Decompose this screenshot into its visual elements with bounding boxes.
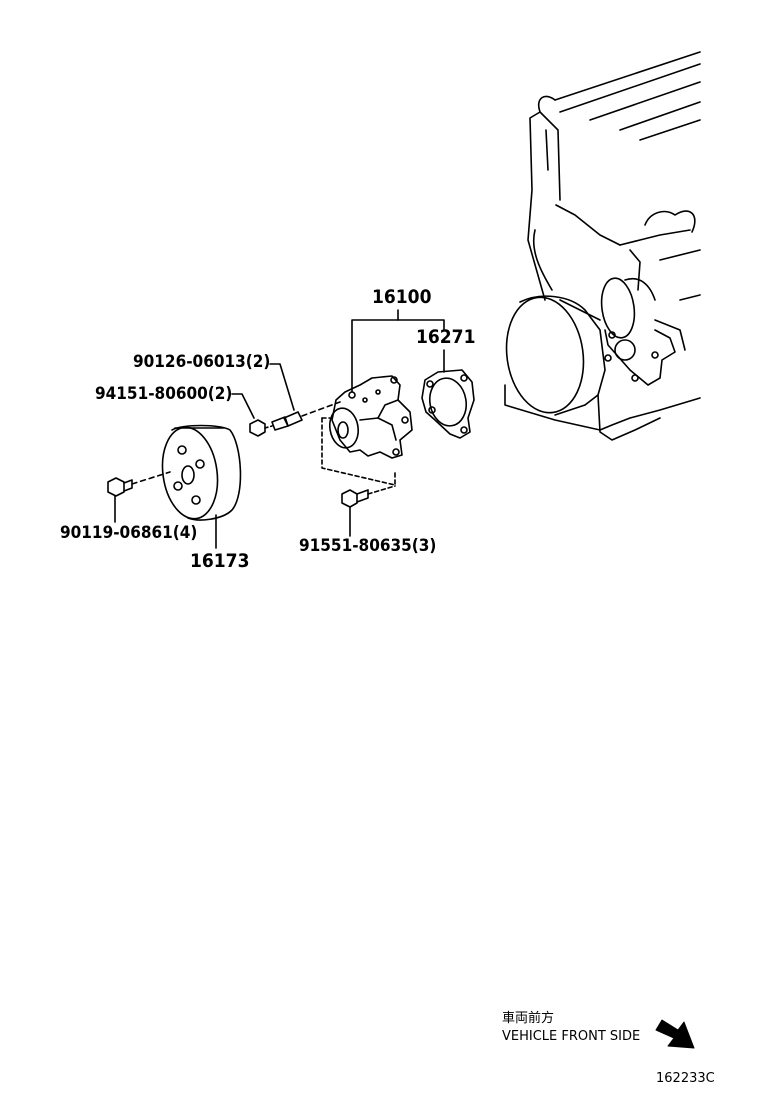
- bolt-90119-illustration: [107, 471, 171, 523]
- callout-90119-06861[interactable]: 90119-06861(4): [60, 523, 198, 543]
- callout-16173[interactable]: 16173: [190, 550, 250, 572]
- callout-91551-80635[interactable]: 91551-80635(3): [299, 536, 437, 556]
- engine-block-illustration: [504, 51, 701, 441]
- stud-and-nut-illustration: [231, 363, 341, 437]
- callout-16271[interactable]: 16271: [416, 326, 476, 348]
- gasket-illustration: [421, 349, 475, 439]
- direction-label-japanese: 車両前方: [502, 1011, 555, 1026]
- callout-90126-06013[interactable]: 90126-06013(2): [133, 352, 271, 372]
- direction-label-english: VEHICLE FRONT SIDE: [502, 1029, 641, 1044]
- drawing-code: 162233C: [656, 1071, 715, 1086]
- bolt-91551-illustration: [341, 485, 396, 537]
- front-direction-arrow-icon: [655, 1019, 695, 1049]
- pulley-illustration: [161, 424, 242, 549]
- callout-94151-80600[interactable]: 94151-80600(2): [95, 384, 233, 404]
- callout-16100[interactable]: 16100: [372, 286, 432, 308]
- water-pump-illustration: [321, 309, 445, 486]
